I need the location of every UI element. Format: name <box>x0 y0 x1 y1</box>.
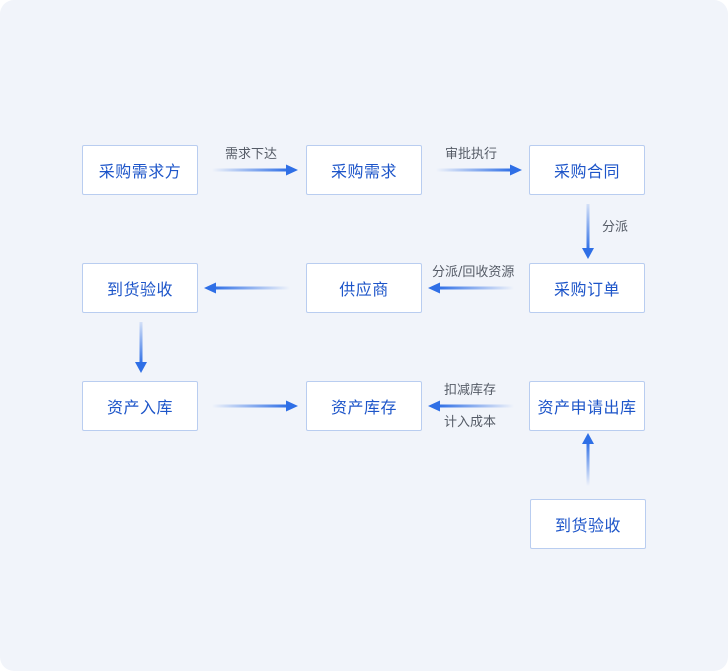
node-outbound-request[interactable]: 资产申请出库 <box>529 381 645 431</box>
arrow-acceptance-to-outbound <box>582 433 594 486</box>
node-contract[interactable]: 采购合同 <box>529 145 645 195</box>
node-buyer[interactable]: 采购需求方 <box>82 145 198 195</box>
label-count-cost: 计入成本 <box>444 415 497 430</box>
arrow-contract-to-order <box>582 204 594 259</box>
node-acceptance-bottom[interactable]: 到货验收 <box>530 499 646 549</box>
arrow-supplier-to-acceptance <box>204 282 290 294</box>
node-order[interactable]: 采购订单 <box>529 263 645 313</box>
arrow-acceptance-to-inbound <box>135 322 147 373</box>
node-supplier[interactable]: 供应商 <box>306 263 422 313</box>
node-demand[interactable]: 采购需求 <box>306 145 422 195</box>
label-issue-demand: 需求下达 <box>225 147 278 162</box>
arrow-order-to-supplier <box>428 282 514 294</box>
node-inventory[interactable]: 资产库存 <box>306 381 422 431</box>
arrow-buyer-to-demand <box>212 164 298 176</box>
label-approve: 审批执行 <box>445 147 498 162</box>
label-dispatch: 分派 <box>602 220 629 235</box>
node-inbound[interactable]: 资产入库 <box>82 381 198 431</box>
node-acceptance-top[interactable]: 到货验收 <box>82 263 198 313</box>
arrow-inbound-to-inventory <box>212 400 298 412</box>
arrow-outbound-to-inventory <box>428 400 514 412</box>
label-deduct-inventory: 扣减库存 <box>444 383 497 398</box>
arrow-demand-to-contract <box>436 164 522 176</box>
label-dispatch-recycle: 分派/回收资源 <box>432 265 515 280</box>
